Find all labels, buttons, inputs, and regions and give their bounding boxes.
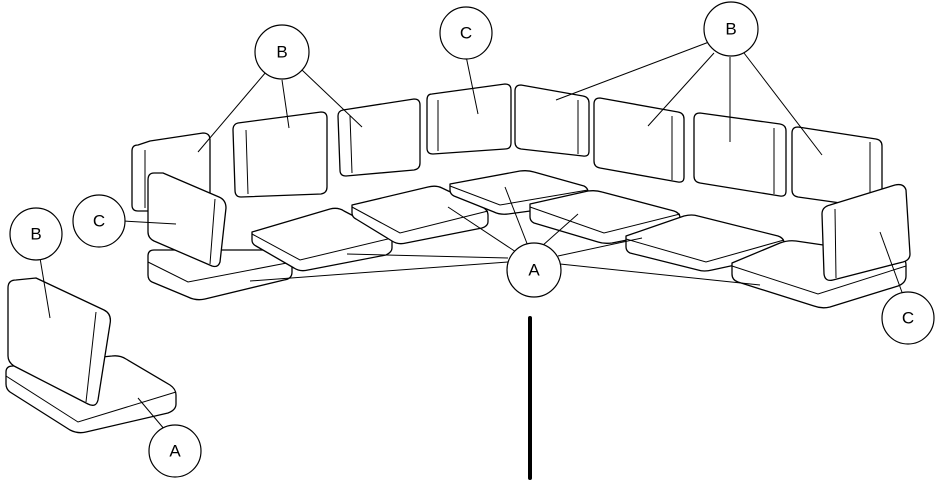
end-cushion: [147, 172, 227, 268]
leader-line: [647, 52, 715, 127]
leader-line: [281, 79, 290, 129]
leader-line: [122, 220, 177, 225]
back-cushion: [7, 277, 112, 406]
callout-a-label: A: [169, 442, 181, 461]
back-cushion: [337, 98, 421, 177]
callout-a: A: [148, 424, 202, 478]
leader-line: [557, 237, 643, 257]
leader-line: [346, 253, 509, 259]
leader-line: [465, 55, 479, 115]
leader-line: [249, 261, 509, 282]
callout-a: A: [506, 242, 562, 298]
callout-c: C: [72, 194, 126, 248]
back-cushion: [593, 97, 685, 183]
leader-line: [137, 397, 166, 431]
leader-line: [541, 213, 579, 247]
leader-line: [879, 231, 904, 296]
leader-line: [559, 263, 761, 286]
callout-c: C: [439, 6, 493, 60]
callout-b: B: [9, 207, 63, 261]
back-cushion: [514, 84, 590, 157]
leader-line: [447, 206, 517, 253]
callout-b-label: B: [276, 43, 287, 62]
callout-b: B: [254, 24, 310, 80]
seat-cushion: [351, 185, 489, 245]
back-cushion: [232, 111, 328, 198]
sectional-sofa: [131, 83, 911, 309]
leader-line: [555, 41, 710, 101]
callout-b: B: [703, 1, 759, 57]
leader-line: [743, 52, 823, 156]
single-seat-module: [5, 277, 177, 434]
leader-line: [39, 257, 51, 319]
leader-lines: [39, 41, 904, 431]
leader-line: [504, 186, 529, 247]
callout-c-label: C: [902, 309, 914, 328]
leader-line: [197, 71, 267, 153]
end-cushion: [821, 183, 911, 282]
end-cushion: [426, 83, 512, 155]
back-cushion: [693, 112, 787, 197]
callout-c: C: [881, 291, 935, 345]
callout-c-label: C: [93, 212, 105, 231]
callout-b-label: B: [30, 225, 41, 244]
leader-line: [301, 69, 363, 128]
callout-a-label: A: [528, 261, 540, 280]
callout-b-label: B: [725, 20, 736, 39]
callout-c-label: C: [460, 24, 472, 43]
seat-cushion: [251, 207, 393, 272]
back-cushion: [791, 126, 883, 209]
